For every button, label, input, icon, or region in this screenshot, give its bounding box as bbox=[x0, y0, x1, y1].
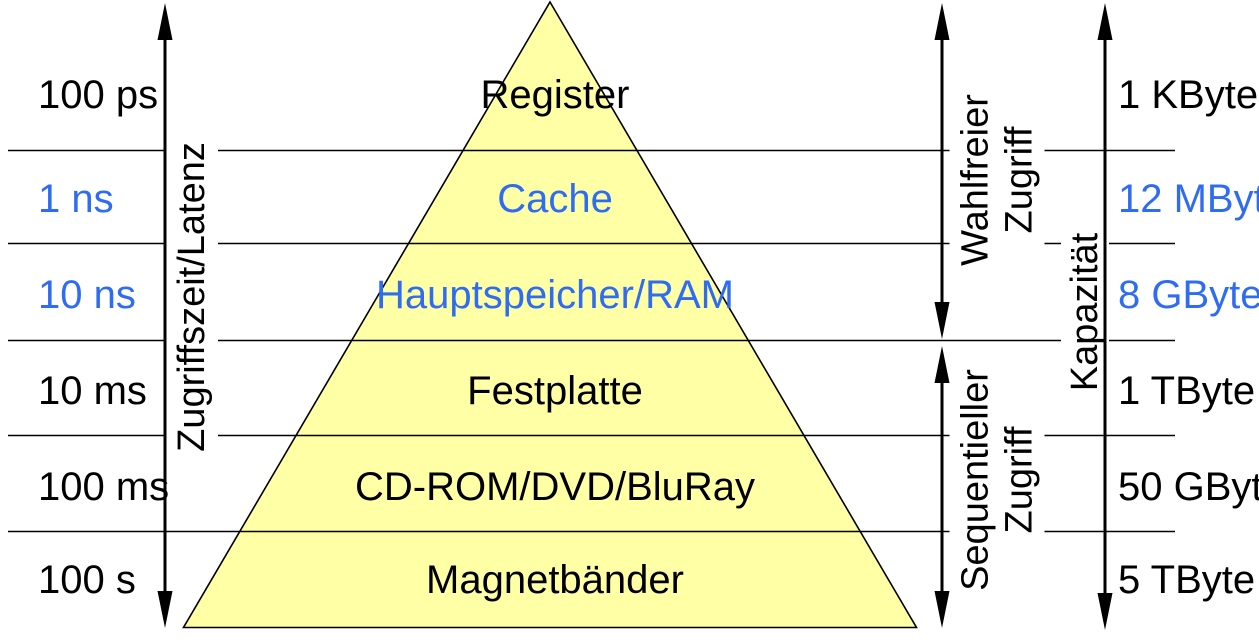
arrow-down-icon bbox=[934, 591, 950, 628]
latency-value-hdd: 10 ms bbox=[38, 369, 147, 413]
arrow-down-icon bbox=[934, 302, 950, 339]
capacity-value-tape: 5 TByte bbox=[1118, 558, 1256, 602]
latency-arrow bbox=[157, 3, 173, 628]
level-label-register: Register bbox=[480, 73, 630, 117]
latency-value-cache: 1 ns bbox=[38, 177, 114, 221]
arrow-down-icon bbox=[157, 591, 173, 628]
sequential-access-arrow bbox=[934, 346, 950, 628]
arrow-up-icon bbox=[934, 3, 950, 40]
arrow-up-icon bbox=[157, 3, 173, 40]
capacity-value-cache: 12 MByte bbox=[1118, 177, 1259, 221]
random-access-arrow bbox=[934, 3, 950, 339]
level-label-cache: Cache bbox=[497, 177, 613, 221]
arrow-up-icon bbox=[934, 346, 950, 383]
level-label-hdd: Festplatte bbox=[467, 369, 643, 413]
level-label-ram: Hauptspeicher/RAM bbox=[376, 273, 734, 317]
latency-value-ram: 10 ns bbox=[38, 273, 136, 317]
level-label-tape: Magnetbänder bbox=[426, 558, 684, 602]
capacity-value-ram: 8 GByte bbox=[1118, 273, 1259, 317]
latency-value-optical: 100 ms bbox=[38, 465, 170, 509]
level-label-optical: CD-ROM/DVD/BluRay bbox=[354, 465, 756, 509]
capacity-value-optical: 50 GByte bbox=[1118, 465, 1259, 509]
arrow-up-icon bbox=[1097, 3, 1113, 40]
latency-value-register: 100 ps bbox=[38, 73, 159, 117]
capacity-arrow bbox=[1097, 3, 1113, 630]
capacity-value-register: 1 KByte bbox=[1118, 73, 1259, 117]
latency-value-tape: 100 s bbox=[38, 558, 136, 602]
pyramid-shape bbox=[182, 0, 918, 629]
capacity-value-hdd: 1 TByte bbox=[1118, 369, 1256, 413]
arrow-down-icon bbox=[1097, 593, 1113, 630]
